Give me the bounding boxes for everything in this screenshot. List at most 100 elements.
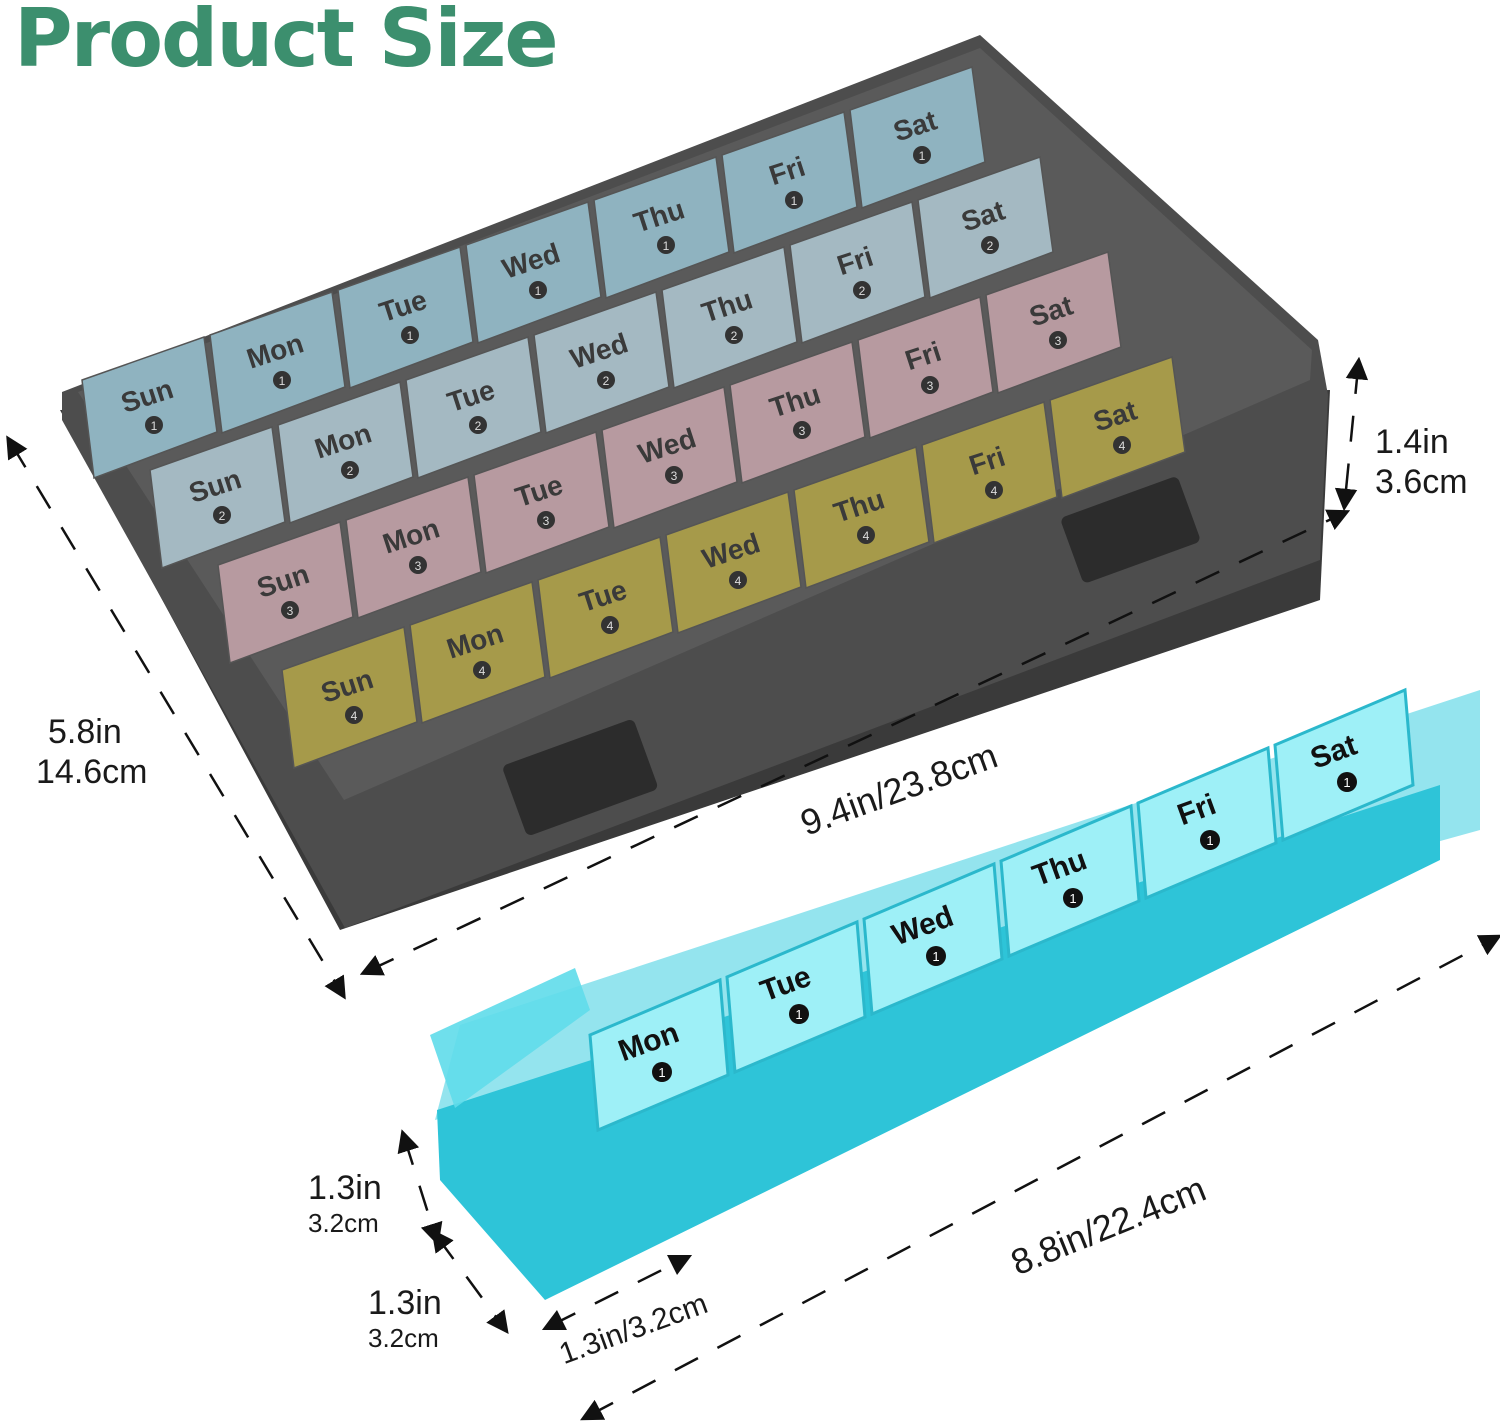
compartment-number: 4 [863, 529, 870, 543]
compartment-number: 2 [603, 374, 610, 388]
strip-number: 1 [658, 1065, 665, 1080]
compartment-number: 4 [607, 619, 614, 633]
strip-number: 1 [932, 949, 939, 964]
compartment-number-dot [793, 421, 811, 439]
compartment-lid [465, 200, 602, 345]
compartment-width-line [541, 1254, 693, 1331]
compartment-number: 1 [151, 419, 158, 433]
compartment-lid [721, 110, 858, 255]
compartment-number: 1 [791, 194, 798, 208]
compartment-number: 1 [535, 284, 542, 298]
box-height-in: 1.4in [1375, 423, 1449, 461]
compartment-number: 2 [859, 284, 866, 298]
compartment-number: 2 [475, 419, 482, 433]
strip-height-cm: 3.2cm [308, 1208, 379, 1238]
strip-length-line [580, 934, 1500, 1421]
compartment-number-dot [529, 281, 547, 299]
box-width-line [6, 435, 346, 1000]
compartment-number-dot [725, 326, 743, 344]
compartment-lid [985, 250, 1122, 395]
compartment-number: 3 [799, 424, 806, 438]
compartment-number: 3 [927, 379, 934, 393]
compartment-number-dot [785, 191, 803, 209]
compartment-number-dot [665, 466, 683, 484]
compartment-number: 3 [1055, 334, 1062, 348]
compartment-number: 3 [671, 469, 678, 483]
strip-height-in: 1.3in [308, 1169, 382, 1207]
compartment-number-dot [853, 281, 871, 299]
box-height-line [1334, 356, 1369, 512]
box-width-cm: 14.6cm [36, 753, 148, 791]
strip-height-line [397, 1129, 443, 1246]
compartment-number: 2 [347, 464, 354, 478]
compartment-number-dot [401, 326, 419, 344]
compartment-number: 1 [663, 239, 670, 253]
box-width-in: 5.8in [48, 713, 122, 751]
compartment-number: 2 [987, 239, 994, 253]
compartment-number: 3 [415, 559, 422, 573]
compartment-number: 2 [731, 329, 738, 343]
box-height-cm: 3.6cm [1375, 463, 1468, 501]
dimension-lines [6, 356, 1500, 1421]
box-height-label: 1.4in 3.6cm [1375, 422, 1468, 502]
compartment-lid [789, 200, 926, 345]
compartment-lid [601, 385, 738, 530]
strip-number: 1 [1343, 775, 1350, 790]
strip-depth-cm: 3.2cm [368, 1323, 439, 1353]
compartment-number-dot [1113, 436, 1131, 454]
compartment-lid [209, 290, 346, 435]
compartment-number: 1 [279, 374, 286, 388]
compartment-number: 3 [543, 514, 550, 528]
compartment-lid [533, 290, 670, 435]
strip-number: 1 [1069, 891, 1076, 906]
compartment-lid [593, 155, 730, 300]
compartment-number-dot [345, 706, 363, 724]
strip-depth-line [431, 1228, 509, 1335]
compartment-number-dot [273, 371, 291, 389]
compartment-number-dot [981, 236, 999, 254]
compartment-number: 4 [991, 484, 998, 498]
compartment-number: 4 [351, 709, 358, 723]
strip-depth-label: 1.3in 3.2cm [368, 1283, 442, 1353]
box-length-line [359, 509, 1351, 976]
compartment-lid [857, 295, 994, 440]
big-organizer: Sun1Mon1Tue1Wed1Thu1Fri1Sat1Sun2Mon2Tue2… [60, 35, 1330, 930]
compartment-lid [661, 245, 798, 390]
compartment-number: 4 [1119, 439, 1126, 453]
compartment-number: 1 [919, 149, 926, 163]
box-width-label: 5.8in 14.6cm [36, 712, 148, 792]
compartment-number-dot [985, 481, 1003, 499]
compartment-number-dot [921, 376, 939, 394]
compartment-number: 2 [219, 509, 226, 523]
compartment-lid [337, 245, 474, 390]
compartment-number-dot [913, 146, 931, 164]
page-title: Product Size [14, 0, 559, 85]
compartment-number: 3 [287, 604, 294, 618]
strip-number: 1 [1206, 833, 1213, 848]
compartment-lid [849, 65, 986, 210]
strip-height-label: 1.3in 3.2cm [308, 1168, 382, 1238]
compartment-number-dot [597, 371, 615, 389]
compartment-lid [1049, 355, 1186, 500]
strip-depth-in: 1.3in [368, 1284, 442, 1322]
compartment-number: 4 [479, 664, 486, 678]
compartment-number: 4 [735, 574, 742, 588]
compartment-number-dot [145, 416, 163, 434]
